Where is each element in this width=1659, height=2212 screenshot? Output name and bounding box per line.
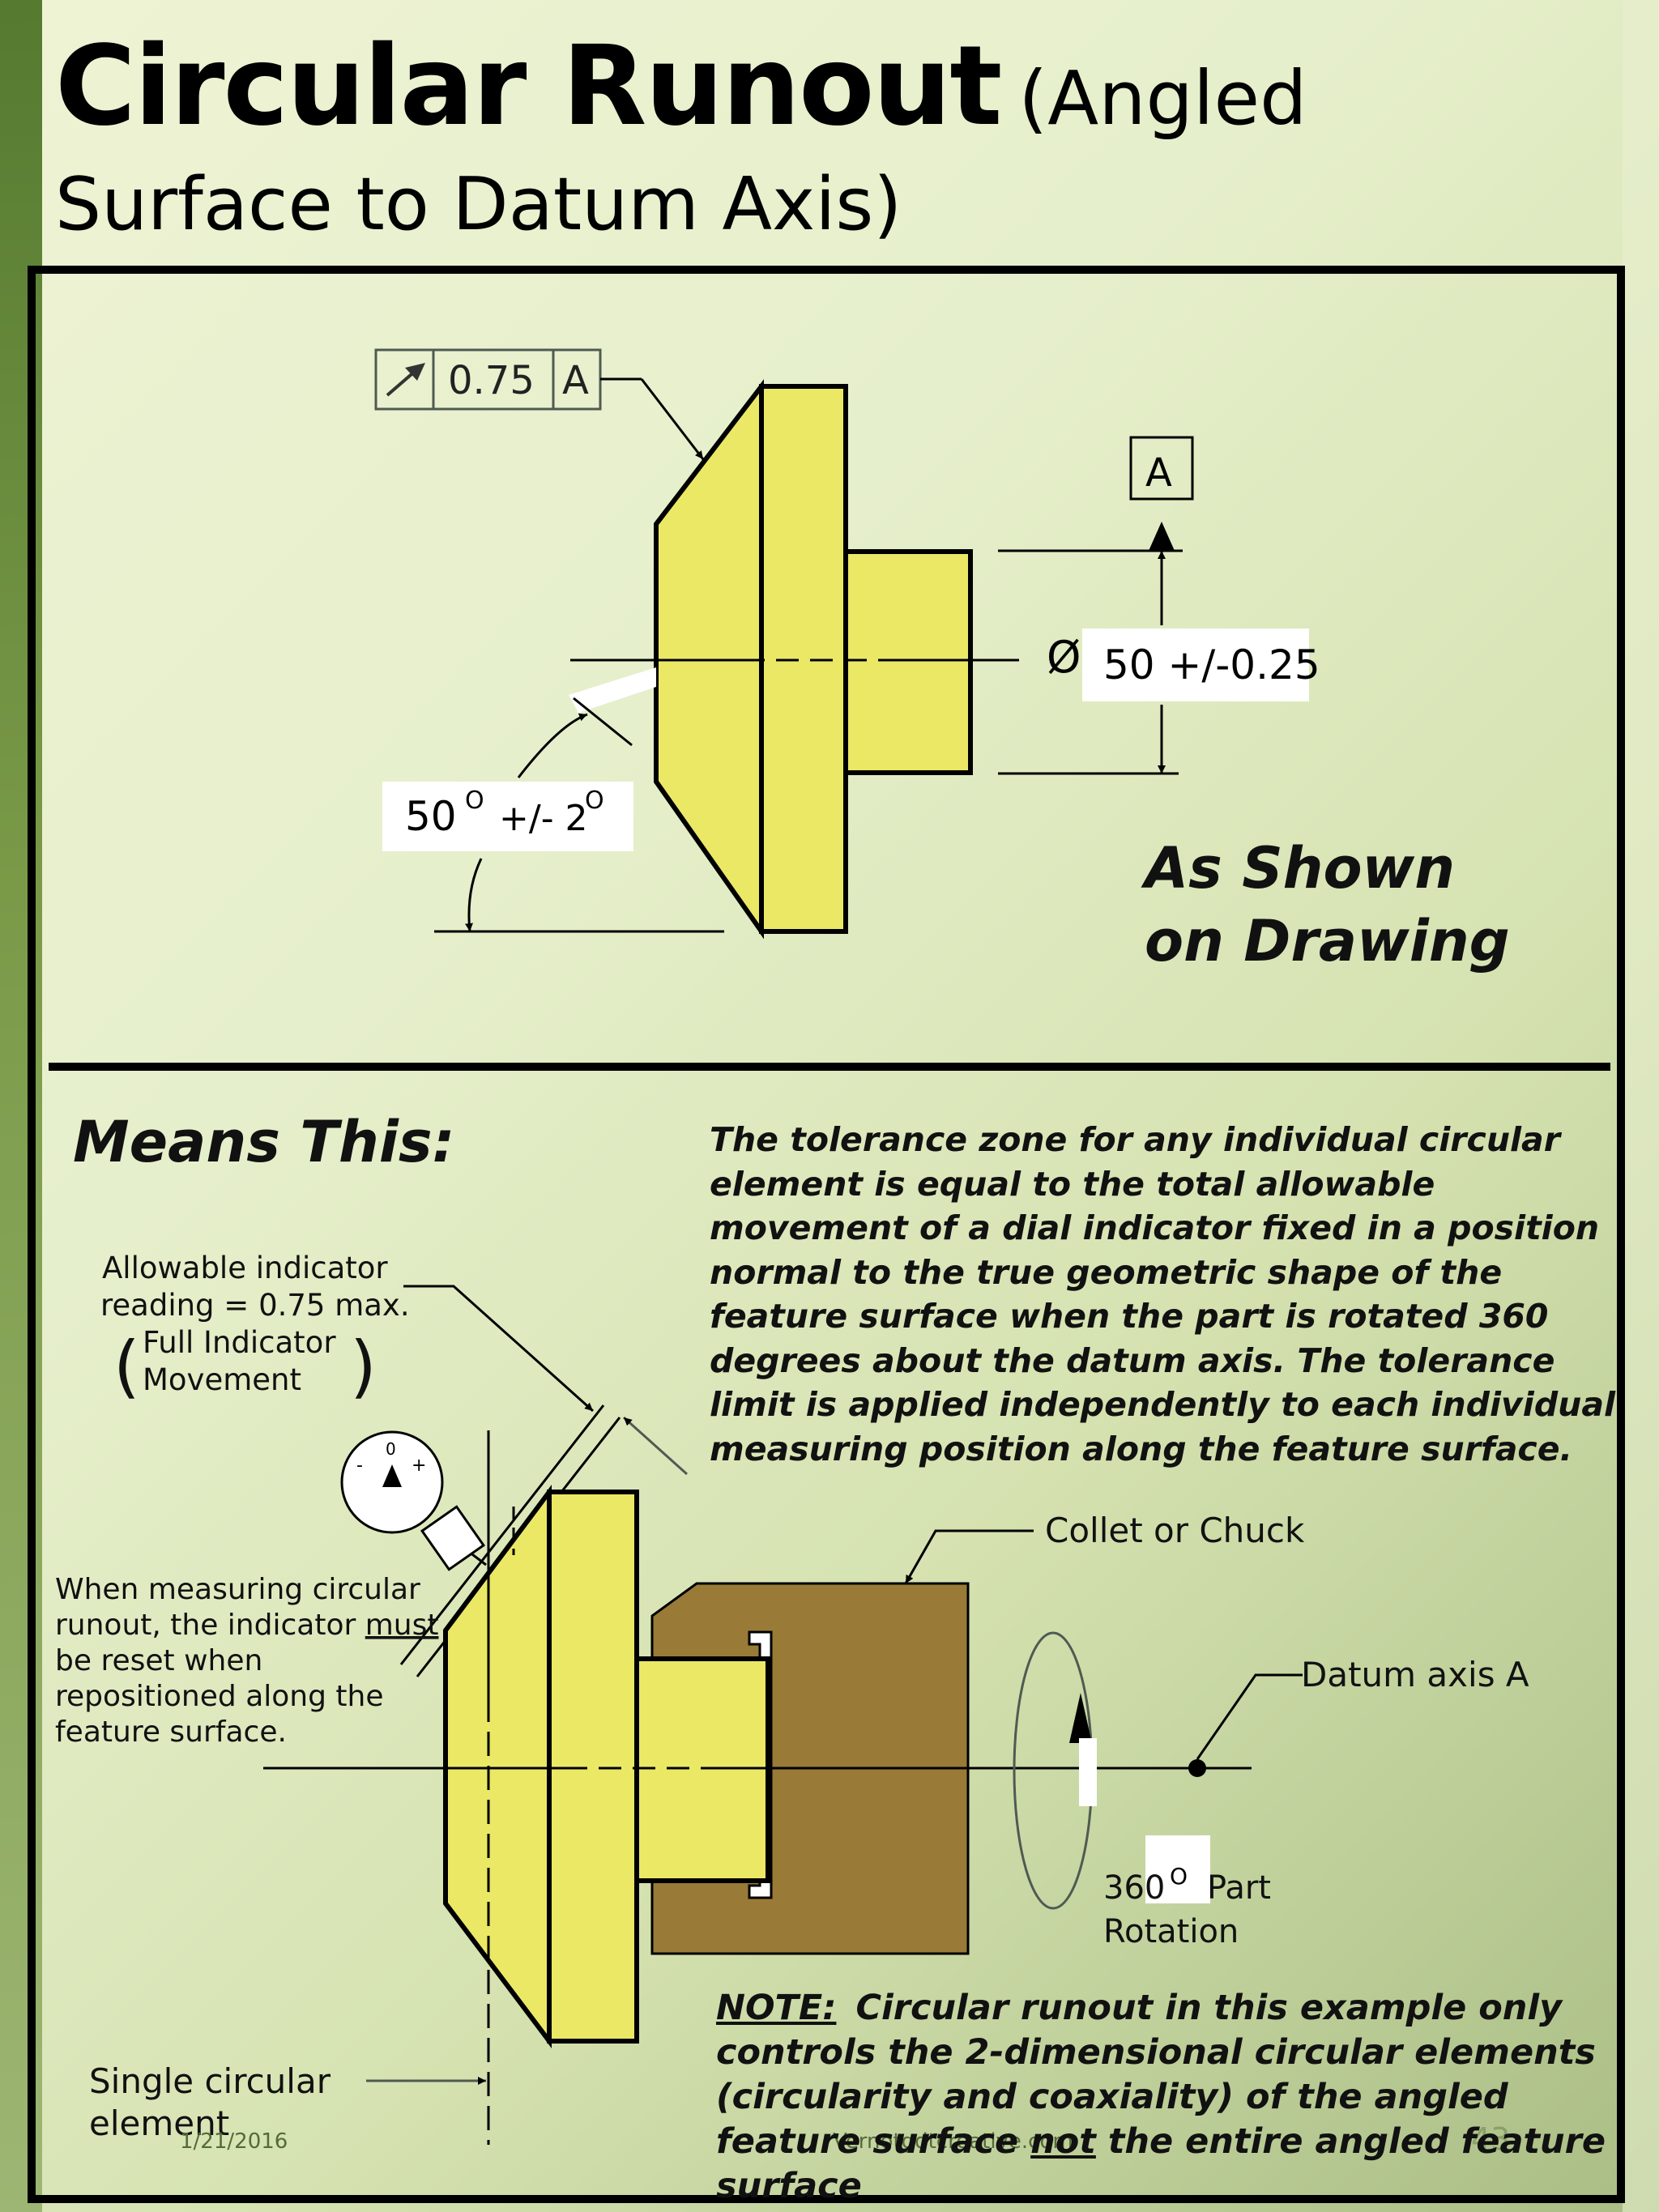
datum-axis-leader — [1196, 1673, 1303, 1760]
feature-control-frame: 0.75 A — [374, 348, 705, 460]
footer-date: 1/21/2016 — [180, 2129, 288, 2154]
angle-tolerance: +/- 2 — [499, 798, 588, 839]
tolerance-zone-paragraph: The tolerance zone for any individual ci… — [710, 1120, 1616, 1468]
runout-arrow-icon — [386, 363, 425, 397]
single-element-line2: element — [89, 2103, 229, 2143]
angle-degree-symbol: O — [465, 786, 484, 815]
allowable-line2: reading = 0.75 max. — [100, 1288, 410, 1323]
rotation-value: 360 — [1103, 1869, 1165, 1907]
datum-axis-point — [1188, 1759, 1206, 1777]
note-label: NOTE: — [716, 1988, 837, 2028]
as-shown-caption-line2: on Drawing — [1145, 908, 1510, 974]
as-shown-caption-line1: As Shown — [1141, 835, 1455, 901]
slide-subtitle: Surface to Datum Axis) — [55, 162, 902, 247]
indicator-plus: + — [412, 1455, 426, 1476]
angle-value: 50 — [405, 793, 457, 840]
collet-label: Collet or Chuck — [1045, 1511, 1305, 1550]
note-text-part1: Circular runout in this example only con… — [716, 1988, 1596, 2162]
indicator-pointer-icon — [382, 1464, 402, 1487]
footer-site: Vernotgdtcreative.com — [833, 2129, 1073, 2154]
diameter-symbol: Ø — [1047, 632, 1081, 683]
angle-dimension: 50 O +/- 2 O — [382, 697, 724, 933]
diameter-value: 50 +/-0.25 — [1103, 641, 1320, 688]
single-element-line1: Single circular — [89, 2061, 331, 2101]
when-measuring-line4: repositioned along the — [55, 1680, 383, 1713]
top-panel: 0.75 A A Ø 50 +/-0.25 — [374, 348, 1510, 974]
rotation-indicator — [1013, 1631, 1097, 1910]
datum-feature-symbol: A — [1129, 436, 1194, 551]
when-measuring-line2: runout, the indicator must — [55, 1609, 438, 1642]
when-measuring-line5: feature surface. — [55, 1715, 287, 1749]
fim-line2: Movement — [143, 1362, 301, 1397]
paren-open: ( — [113, 1327, 140, 1406]
rotation-line2: Rotation — [1103, 1913, 1239, 1950]
dial-indicator: 0 - + — [340, 1430, 487, 1571]
part-drawing-bottom — [443, 1484, 639, 2048]
indicator-zero: 0 — [386, 1439, 396, 1459]
fcf-tolerance: 0.75 — [448, 358, 535, 403]
allowable-leader — [403, 1285, 595, 1413]
rotation-degree-symbol: O — [1170, 1863, 1188, 1890]
when-measuring-line1: When measuring circular — [55, 1573, 420, 1606]
indicator-minus: - — [356, 1455, 363, 1476]
means-this-heading: Means This: — [73, 1109, 454, 1175]
rotation-part: Part — [1207, 1869, 1271, 1907]
datum-label: A — [1145, 450, 1172, 496]
note-text-part2: the entire angled feature surface — [716, 2121, 1606, 2206]
fcf-leader — [640, 378, 705, 460]
angle-label-box — [382, 782, 633, 851]
part-drawing-top — [569, 379, 1019, 940]
note-not: not — [1030, 2121, 1096, 2162]
datum-axis-label: Datum axis A — [1301, 1655, 1529, 1694]
title-main: Circular Runout — [55, 23, 1002, 151]
fcf-datum: A — [562, 358, 589, 403]
outer-frame — [28, 266, 1625, 2203]
angle-tol-degree-symbol: O — [585, 786, 604, 815]
diameter-label-box — [1082, 629, 1309, 701]
footer-page: 43 — [1471, 2121, 1510, 2157]
collet-leader — [904, 1529, 1034, 1584]
diameter-dimension: Ø 50 +/-0.25 — [998, 549, 1320, 775]
fim-line1: Full Indicator — [143, 1325, 336, 1360]
when-measuring-line3: be reset when — [55, 1644, 262, 1677]
title-suffix: (Angled — [1018, 55, 1307, 142]
paren-close: ) — [350, 1327, 377, 1406]
allowable-line1: Allowable indicator — [102, 1251, 388, 1285]
right-accent-strip — [1623, 0, 1659, 2212]
note-block: NOTE:Circular runout in this example onl… — [716, 1986, 1607, 2209]
slide-title: Circular Runout(Angled — [55, 23, 1307, 151]
bottom-panel: Means This: Allowable indicator reading … — [55, 1109, 1529, 2157]
rotation-label-bg — [1145, 1835, 1210, 1903]
